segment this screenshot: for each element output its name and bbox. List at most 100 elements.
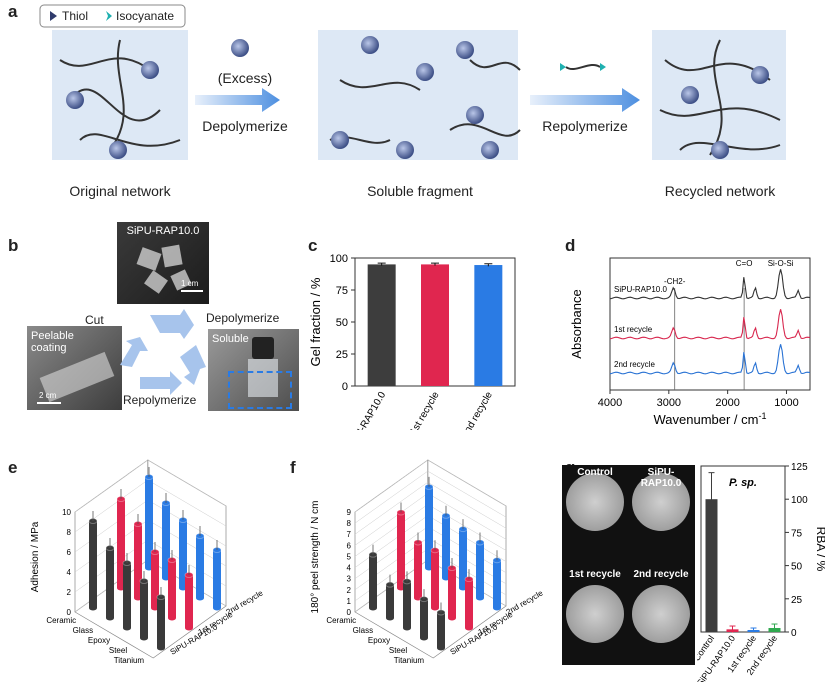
bar-base xyxy=(185,625,193,631)
annotation-co: C=O xyxy=(736,259,753,268)
category-label: Steel xyxy=(389,646,407,655)
bar-base xyxy=(168,615,176,621)
spectrum-line xyxy=(609,269,811,300)
y-tick-label: 125 xyxy=(791,462,808,473)
bar-3d xyxy=(493,560,501,608)
y-tick-label: 0 xyxy=(791,628,797,639)
y-tick-label: 100 xyxy=(791,495,808,506)
legend-box xyxy=(39,4,186,28)
bar-3d xyxy=(369,554,377,608)
photo-coating: Peelable coating 2 cm xyxy=(27,326,122,410)
photo-soluble: Soluble xyxy=(208,329,299,411)
plate-recycle2 xyxy=(632,585,690,643)
bar-3d xyxy=(157,597,165,648)
bar-3d xyxy=(431,550,439,608)
bar-3d xyxy=(425,486,433,568)
panel-a-schematic xyxy=(39,4,786,160)
chart-title: P. sp. xyxy=(729,477,757,489)
z-tick-label: 9 xyxy=(347,508,352,517)
z-tick-label: 0 xyxy=(347,608,352,617)
bar-base xyxy=(448,615,456,621)
z-tick-label: 4 xyxy=(67,568,72,577)
caption-recycled: Recycled network xyxy=(664,183,776,199)
bar-3d xyxy=(106,548,114,618)
depolymerize-arrow xyxy=(195,88,280,112)
bar-base xyxy=(386,615,394,621)
spectrum-line xyxy=(609,309,811,340)
panel-label-b: b xyxy=(8,236,19,255)
x-tick-label: 1000 xyxy=(774,397,798,409)
z-axis-label: 180° peel strength / N cm xyxy=(310,501,321,614)
y-tick-label: 0 xyxy=(342,381,348,393)
scale-left: 2 cm xyxy=(39,391,57,400)
grid-line xyxy=(354,470,507,524)
z-tick-label: 10 xyxy=(62,508,71,517)
bar-base xyxy=(106,615,114,621)
z-tick-label: 6 xyxy=(67,548,72,557)
bar-base xyxy=(465,625,473,631)
coating-label: Peelable coating xyxy=(31,330,74,354)
bar-3d xyxy=(459,529,467,588)
repolymerize-label: Repolymerize xyxy=(123,393,197,407)
y-tick-label: 50 xyxy=(791,562,803,573)
z-tick-label: 1 xyxy=(347,597,352,606)
bar-3d xyxy=(213,550,221,608)
plate-control xyxy=(566,473,624,531)
series-label: 2nd recycle xyxy=(225,588,265,617)
bar-3d xyxy=(168,560,176,618)
category-label: Titanium xyxy=(114,656,145,665)
grid-line xyxy=(74,459,227,513)
plate-label-recycle1: 1st recycle xyxy=(569,569,621,580)
category-label: Ceramic xyxy=(326,616,356,625)
spectrum-line xyxy=(609,344,811,375)
bar-3d xyxy=(140,581,148,638)
repolymerize-arrow xyxy=(530,88,640,112)
bar-base xyxy=(369,605,377,611)
bar-3d xyxy=(420,599,428,638)
bar-base xyxy=(123,625,131,631)
bar-3d xyxy=(448,568,456,618)
bar-base xyxy=(476,595,484,601)
x-tick-label: SiPU-RAP10.0 xyxy=(346,390,389,430)
bar-base xyxy=(437,645,445,651)
y-tick-label: 50 xyxy=(336,317,348,329)
plates-photo: Control SiPU-RAP10.0 1st recycle 2nd rec… xyxy=(562,465,695,665)
bar xyxy=(705,499,718,632)
z-tick-label: 7 xyxy=(347,530,352,539)
caption-soluble: Soluble fragment xyxy=(367,183,473,199)
bar-3d xyxy=(145,477,153,568)
z-tick-label: 8 xyxy=(67,528,72,537)
z-axis-label: Adhesion / MPa xyxy=(30,521,41,592)
y-axis-label: RBA / % xyxy=(814,527,825,572)
legend-thiol: Thiol xyxy=(62,9,89,23)
thiol-icon xyxy=(50,11,57,21)
bar-base xyxy=(89,605,97,611)
bar-3d xyxy=(442,515,450,578)
x-tick-label: 4000 xyxy=(598,397,622,409)
scale-top: 1 cm xyxy=(181,279,199,288)
x-tick-label: 1st recycle xyxy=(408,390,442,430)
bar-base xyxy=(157,645,165,651)
y-tick-label: 75 xyxy=(336,285,348,297)
cut-label: Cut xyxy=(85,313,104,327)
plate-recycle1 xyxy=(566,585,624,643)
z-tick-label: 8 xyxy=(347,519,352,528)
series-label: 1st recycle xyxy=(614,325,653,334)
panel-label-d: d xyxy=(565,236,576,255)
plot-frame xyxy=(609,257,811,391)
y-tick-label: 25 xyxy=(791,595,803,606)
category-label: Glass xyxy=(353,626,373,635)
category-label: Epoxy xyxy=(368,636,390,645)
bar-3d xyxy=(151,552,159,608)
bar-3d xyxy=(386,584,394,618)
bar-3d xyxy=(414,542,422,598)
y-tick-label: 25 xyxy=(336,349,348,361)
recycle-arrows-icon xyxy=(120,309,206,395)
grid-line xyxy=(354,459,507,513)
z-tick-label: 2 xyxy=(67,588,72,597)
plate-label-sipu: SiPU-RAP10.0 xyxy=(640,467,682,489)
z-tick-label: 4 xyxy=(347,564,352,573)
